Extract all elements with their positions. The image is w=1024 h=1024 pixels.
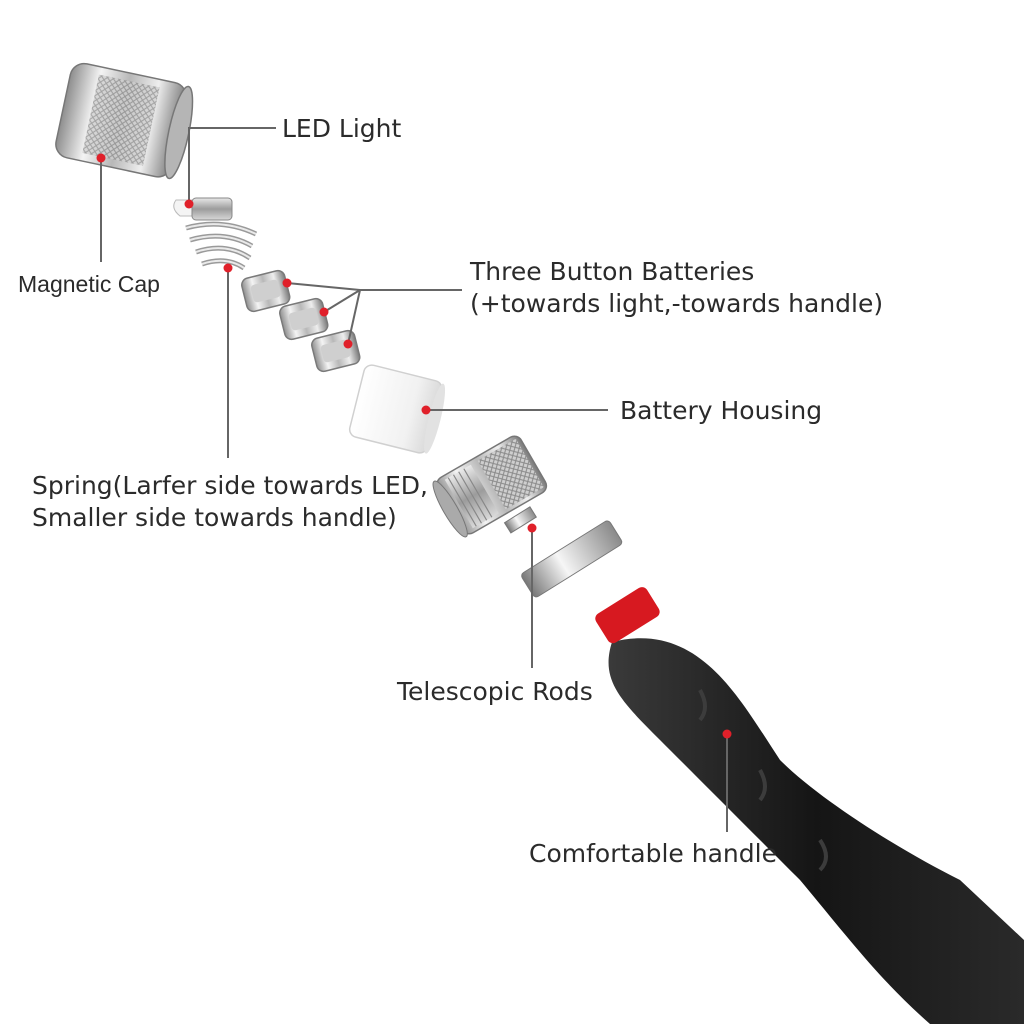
leader-led-light [188, 127, 276, 204]
label-spring-line2: Smaller side towards handle) [32, 503, 397, 532]
leader-batteries-3 [347, 289, 361, 345]
leader-lines [100, 127, 728, 832]
marker-dot-spring [223, 263, 233, 273]
leader-batteries-2 [323, 289, 361, 313]
marker-dot-comfortable-handle [722, 729, 732, 739]
marker-dot-telescopic-rods [527, 523, 537, 533]
telescopic-handle-part [432, 435, 1024, 1024]
marker-dot-magnetic-cap [96, 153, 106, 163]
marker-dot-led-light [184, 199, 194, 209]
battery-housing-part [348, 364, 446, 454]
marker-dot-battery-2 [319, 307, 329, 317]
marker-dots [96, 153, 732, 739]
label-telescopic-rods: Telescopic Rods [397, 677, 593, 706]
label-battery-housing: Battery Housing [620, 396, 823, 425]
button-batteries-part [241, 269, 361, 373]
label-spring-line1: Spring(Larfer side towards LED, [32, 471, 428, 500]
leader-batteries-1 [286, 282, 361, 291]
marker-dot-battery-1 [282, 278, 292, 288]
magnetic-cap-part [55, 62, 194, 180]
marker-dot-battery-housing [421, 405, 431, 415]
label-magnetic-cap: Magnetic Cap [18, 271, 160, 297]
label-comfortable-handle: Comfortable handle [529, 839, 777, 868]
label-led-light: LED Light [282, 114, 402, 143]
marker-dot-battery-3 [343, 339, 353, 349]
label-batteries-line1: Three Button Batteries [470, 257, 755, 286]
led-spring-part [173, 197, 258, 271]
label-batteries-line2: (+towards light,-towards handle) [470, 289, 884, 318]
